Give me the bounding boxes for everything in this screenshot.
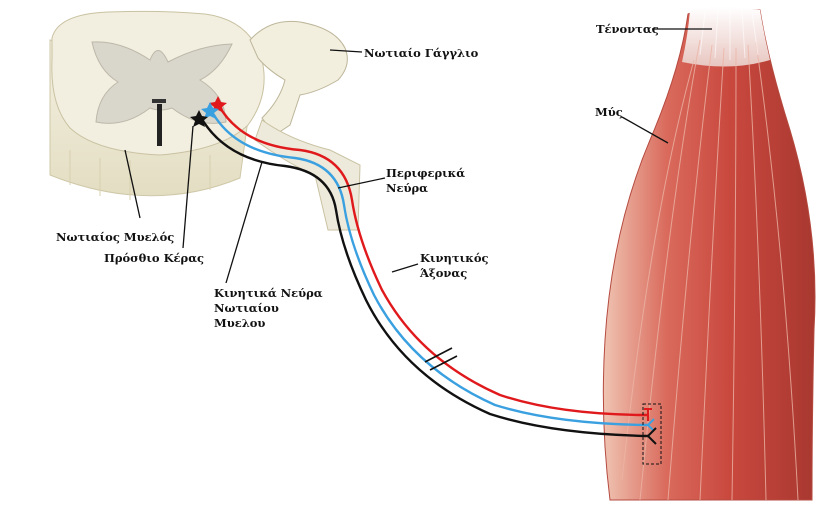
spinal-cord [49,10,265,200]
label-spinal-cord: Νωτιαίος Μυελός [56,230,174,244]
axon-blue [208,107,649,427]
label-dorsal-root-ganglion: Νωτιαίο Γάγγλιο [364,46,479,60]
muscle-belly [602,9,816,501]
label-anterior-horn: Πρόσθιο Κέρας [104,251,204,265]
label-motor-nerves-1: Κινητικά Νεύρα [214,286,323,300]
neuron-blue [201,102,219,119]
neuron-black [190,110,208,127]
leader-lines [124,28,712,284]
label-motor-nerves-3: Μυελου [214,316,265,330]
motor-axons [198,103,649,438]
axon-red [216,103,649,417]
label-motor-axon-1: Κινητικός [420,251,489,265]
axon-break-mark [424,347,458,371]
muscle [602,7,816,501]
junction-box [642,403,662,465]
label-peripheral-nerves-2: Νεύρα [386,181,428,195]
anterior-fissure [157,104,162,146]
label-peripheral-nerves-1: Περιφερικά [386,166,465,180]
label-tendon: Τένοντας [596,22,659,36]
gray-matter [91,41,233,124]
neuromuscular-junctions [642,403,662,465]
label-muscle: Μύς [595,105,623,119]
label-motor-axon-2: Άξονας [419,266,467,280]
tendon [682,7,770,67]
label-motor-nerves-2: Νωτιαίου [214,301,279,315]
central-canal [152,99,166,103]
axon-black [198,115,649,438]
